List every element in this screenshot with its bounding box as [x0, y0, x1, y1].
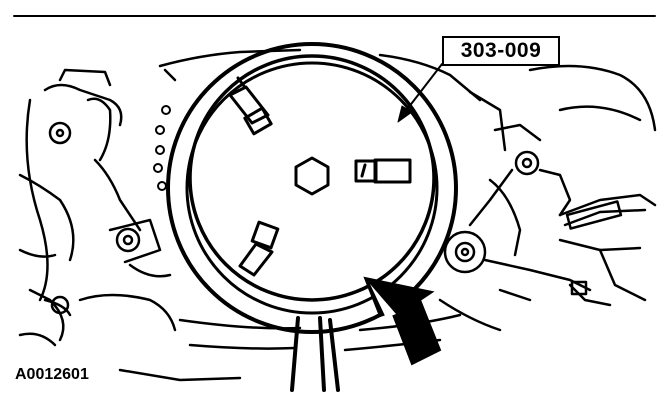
callout-arrowhead: [397, 105, 413, 123]
tool-bolt-right: [354, 158, 412, 184]
center-hex-nut: [294, 156, 330, 196]
engine-left-detail: [18, 68, 177, 347]
tool-bolt-lower: [238, 220, 280, 277]
figure-id-label: A0012601: [13, 366, 91, 384]
tool-plate: [188, 54, 436, 302]
engine-right-detail: [438, 64, 657, 332]
rotation-direction-arrow: [363, 276, 442, 366]
vent-holes: [153, 105, 171, 191]
tool-number-label: 303-009: [460, 39, 542, 62]
tool-bolt-upper-left: [228, 76, 273, 136]
callout-leader: [404, 63, 443, 113]
engine-top-detail: [158, 48, 542, 152]
crankshaft-pulley-inner: [185, 61, 439, 315]
tool-shaft: [290, 316, 340, 392]
crankshaft-pulley-outer: [166, 42, 458, 334]
tool-number-callout: 303-009: [442, 36, 560, 66]
